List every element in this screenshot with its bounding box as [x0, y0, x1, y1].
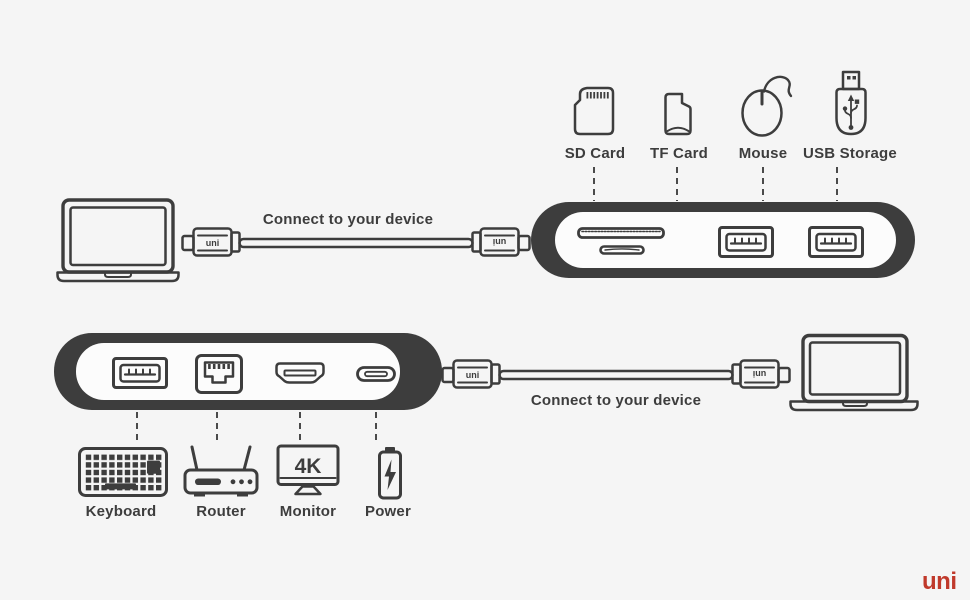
tf-card-icon: [664, 92, 692, 136]
cable-label: Connect to your device: [530, 392, 702, 409]
monitor-icon: 4K: [276, 444, 340, 496]
keyboard-icon: [78, 447, 168, 497]
router-label: Router: [196, 503, 246, 520]
connector-brand-text: uni: [206, 238, 220, 248]
router-icon: [183, 445, 259, 497]
tf-card-label: TF Card: [649, 145, 709, 162]
usb-c-cable: uni uni: [181, 227, 531, 257]
usb-storage-label: USB Storage: [803, 145, 897, 162]
tf-card-slot: [599, 245, 645, 255]
mouse-icon: [741, 75, 793, 137]
sd-card-icon: [573, 86, 615, 136]
keyboard-label: Keyboard: [85, 503, 157, 520]
sd-card-label: SD Card: [564, 145, 626, 162]
usb-a-port: [718, 226, 774, 258]
connector-brand-text: uni: [493, 237, 507, 247]
usb-hub: [531, 202, 915, 278]
laptop-icon: [789, 333, 919, 412]
monitor-4k-badge: 4K: [295, 455, 322, 478]
usb-a-port: [808, 226, 864, 258]
laptop-icon: [56, 198, 180, 283]
usb-a-port: [112, 357, 168, 389]
connector-brand-text: uni: [753, 369, 767, 379]
connector-brand-text: uni: [466, 370, 480, 380]
usb-c-cable: uni uni: [441, 359, 791, 389]
power-icon: [378, 447, 402, 500]
usb-c-port: [356, 366, 396, 382]
uni-logo: uni: [922, 568, 957, 595]
ethernet-port: [195, 354, 243, 394]
usb-storage-icon: [835, 70, 867, 136]
monitor-label: Monitor: [279, 503, 337, 520]
sd-card-slot: [577, 227, 665, 239]
cable-label: Connect to your device: [262, 211, 434, 228]
hdmi-port: [275, 362, 325, 384]
power-label: Power: [364, 503, 411, 520]
usb-hub: [54, 333, 442, 410]
mouse-label: Mouse: [738, 145, 788, 162]
